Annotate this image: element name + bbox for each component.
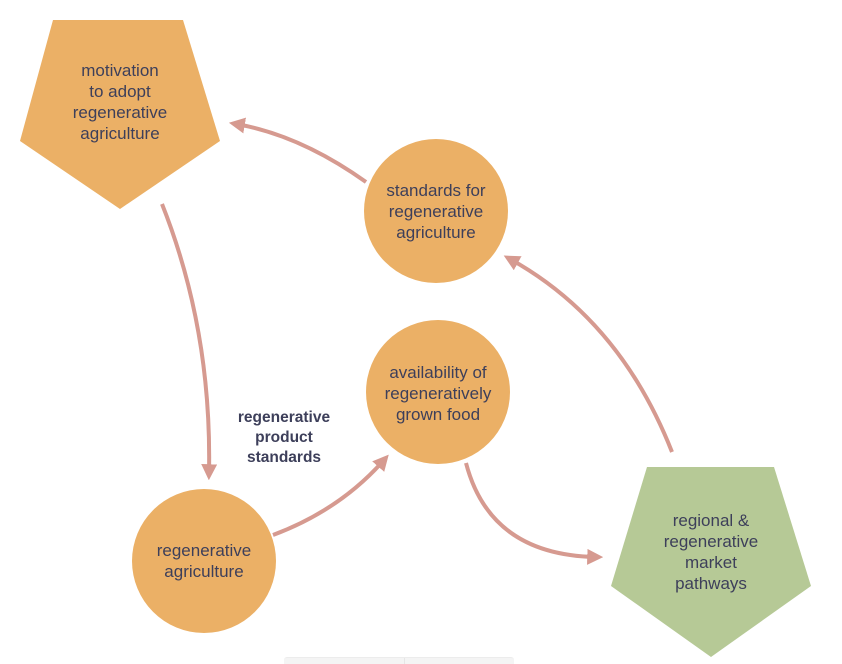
arrow-regenerative-agriculture-to-availability: [272, 454, 389, 537]
node-market-pathways-label: regional & regenerative market pathways: [663, 511, 759, 593]
node-regenerative-agriculture-label: regenerative agriculture: [156, 541, 252, 581]
node-market-pathways-shape: [611, 467, 811, 657]
edge-label-regenerative-product-standards: regenerative product standards: [237, 409, 331, 466]
node-motivation-label: motivation to adopt regenerative agricul…: [72, 61, 168, 143]
node-standards-label: standards for regenerative agriculture: [386, 180, 486, 242]
node-availability-shape: [366, 320, 510, 464]
bottom-toolbar-fragment: [284, 657, 514, 664]
arrow-availability-to-market-pathways: [464, 462, 604, 565]
arrow-market-pathways-to-standards: [503, 255, 674, 453]
node-motivation-shape: [20, 20, 220, 209]
node-regenerative-agriculture-shape: [132, 489, 276, 633]
arrow-standards-to-motivation: [228, 117, 368, 184]
node-availability-label: availability of regeneratively grown foo…: [384, 362, 492, 424]
node-standards-shape: [364, 139, 508, 283]
toolbar-divider: [404, 658, 405, 664]
arrow-motivation-to-regenerative-agriculture: [160, 203, 218, 481]
